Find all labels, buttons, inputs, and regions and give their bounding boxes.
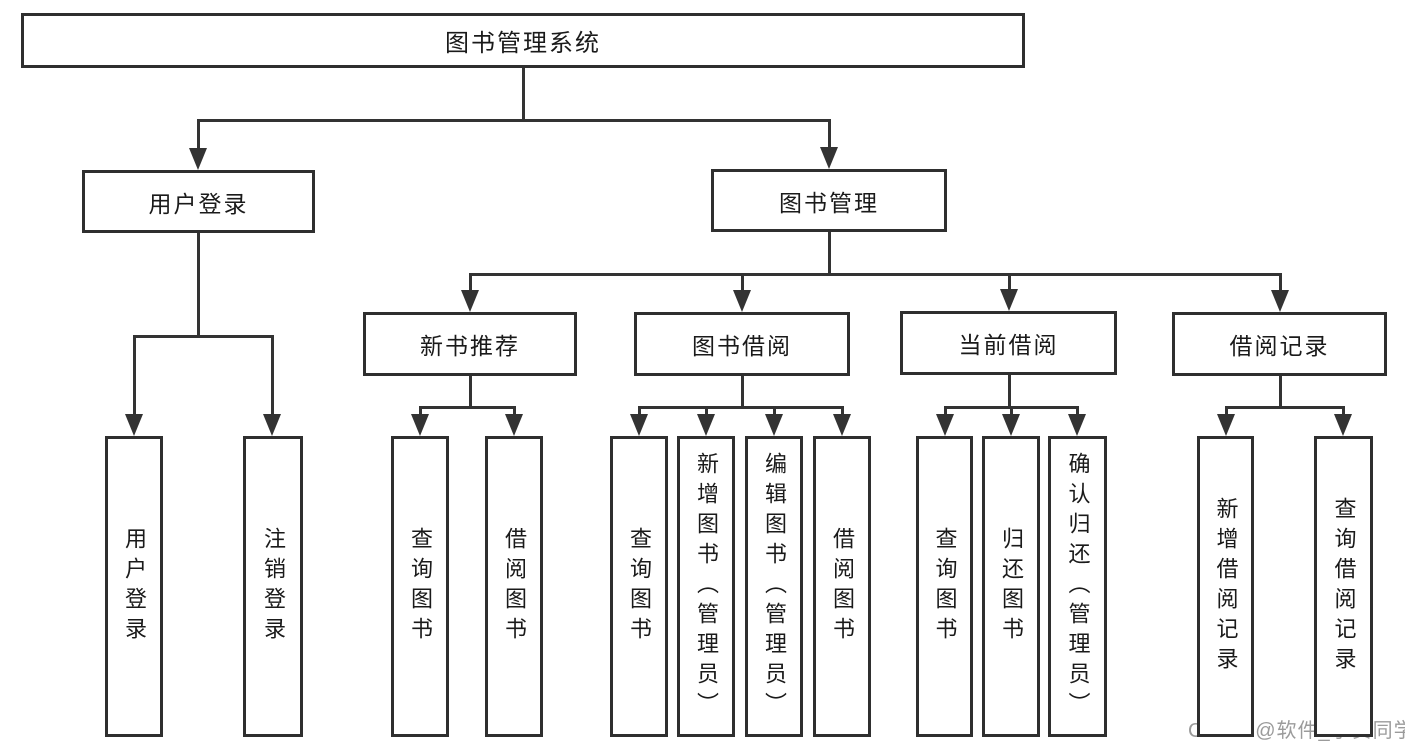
connector-drop-line [840,406,844,418]
connector-drop-line [512,406,516,418]
down-arrowhead-icon [1000,289,1018,311]
node-label: 当前借阅 [958,332,1059,358]
connector-stem [1007,375,1011,407]
down-arrowhead-icon [697,414,715,436]
node-library-management-system: 图书管理系统 [21,13,1025,68]
node-new-book-recommendation: 新书推荐 [363,312,577,376]
node-label: 图书借阅 [692,333,792,359]
node-current-borrowing: 当前借阅 [900,311,1117,375]
node-book-management: 图书管理 [711,169,947,232]
node-label: 图书管理 [779,189,879,216]
node-label: 新增借阅记录 [1213,496,1239,677]
connector-bar [1224,406,1345,409]
down-arrowhead-icon [765,414,783,436]
connector-bar [196,119,831,122]
down-arrowhead-icon [461,290,479,312]
node-label: 新书推荐 [420,333,520,359]
connector-drop-line [1007,273,1011,293]
connector-stem [827,232,831,274]
node-label: 查询图书 [627,526,652,647]
connector-stem [196,233,200,336]
node-label: 查询图书 [408,526,433,647]
node-label: 查询借阅记录 [1331,496,1357,677]
connector-drop-line [637,406,641,418]
connector-drop-line [132,335,136,418]
connector-drop-line [1341,406,1345,418]
down-arrowhead-icon [1068,414,1086,436]
connector-drop-line [1224,406,1228,418]
node-label: 借阅图书 [830,526,855,647]
node-user-login: 用户登录 [82,170,315,233]
node-label: 确认归还（管理员） [1065,451,1091,722]
connector-drop-line [772,406,776,418]
node-label: 用户登录 [148,190,249,217]
connector-drop-line [196,119,200,152]
down-arrowhead-icon [411,414,429,436]
connector-drop-line [740,273,744,294]
down-arrowhead-icon [1217,414,1235,436]
node-add-borrow-record: 新增借阅记录 [1197,436,1254,737]
node-confirm-return-admin: 确认归还（管理员） [1048,436,1107,737]
node-label: 借阅图书 [502,526,527,647]
node-book-borrowing: 图书借阅 [634,312,850,376]
node-edit-books-admin: 编辑图书（管理员） [745,436,803,737]
connector-bar [132,335,274,338]
connector-drop-line [704,406,708,418]
connector-drop-line [943,406,947,418]
connector-drop-line [270,335,274,418]
down-arrowhead-icon [1271,290,1289,312]
down-arrowhead-icon [1002,414,1020,436]
node-user-login-action: 用户登录 [105,436,163,737]
node-label: 新增图书（管理员） [694,451,719,722]
node-borrowing-records: 借阅记录 [1172,312,1387,376]
node-logout-action: 注销登录 [243,436,303,737]
connector-bar [418,406,516,409]
node-label: 归还图书 [999,526,1024,647]
down-arrowhead-icon [1334,414,1352,436]
down-arrowhead-icon [833,414,851,436]
down-arrowhead-icon [820,147,838,169]
connector-drop-line [1075,406,1079,418]
node-query-books-new: 查询图书 [391,436,449,737]
node-borrow-books: 借阅图书 [813,436,871,737]
node-label: 借阅记录 [1229,333,1330,359]
node-label: 图书管理系统 [445,30,601,57]
down-arrowhead-icon [733,290,751,312]
node-query-borrow-record: 查询借阅记录 [1314,436,1373,737]
down-arrowhead-icon [125,414,143,436]
node-label: 注销登录 [261,526,286,647]
connector-drop-line [827,119,831,151]
node-query-books-current: 查询图书 [916,436,973,737]
node-label: 用户登录 [122,526,147,647]
connector-stem [1278,376,1282,407]
down-arrowhead-icon [189,148,207,170]
node-label: 查询图书 [932,526,958,647]
connector-drop-line [1278,273,1282,294]
connector-drop-line [1009,406,1013,418]
connector-bar [637,406,844,409]
connector-stem [468,376,472,407]
node-label: 编辑图书（管理员） [762,451,787,722]
connector-bar [468,273,1282,276]
node-query-books-borrowing: 查询图书 [610,436,668,737]
connector-stem [740,376,744,407]
node-add-books-admin: 新增图书（管理员） [677,436,735,737]
connector-stem [521,68,525,120]
down-arrowhead-icon [505,414,523,436]
down-arrowhead-icon [936,414,954,436]
down-arrowhead-icon [263,414,281,436]
node-return-books: 归还图书 [982,436,1040,737]
node-borrow-books-new: 借阅图书 [485,436,543,737]
connector-drop-line [468,273,472,294]
down-arrowhead-icon [630,414,648,436]
connector-drop-line [418,406,422,418]
